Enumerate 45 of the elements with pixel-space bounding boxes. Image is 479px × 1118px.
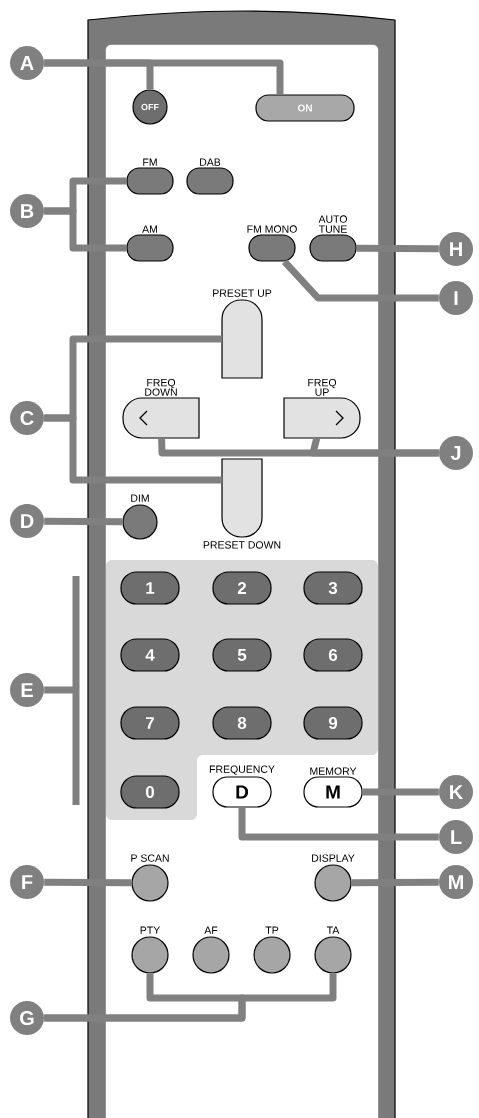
button-label: DIM [131, 494, 149, 502]
button-label: FREQ DOWN [145, 378, 177, 396]
button-label: PTY [140, 926, 160, 934]
callout-letter: E [10, 673, 44, 707]
callout-letter: I [439, 281, 473, 315]
callout-letter: B [10, 194, 44, 228]
button-label: PRESET UP [213, 289, 272, 297]
button-label: FM MONO [247, 225, 297, 233]
callout-letter: M [439, 865, 473, 899]
button: 3 [303, 571, 363, 605]
button: 9 [303, 706, 363, 740]
button: 6 [303, 638, 363, 672]
button: OFF [132, 89, 168, 125]
button-label: AUTO TUNE [318, 215, 347, 233]
button-label: P SCAN [131, 854, 169, 862]
button-label: TA [326, 926, 340, 934]
button: 5 [212, 638, 272, 672]
callout-letter: H [439, 232, 473, 266]
button-label: FM [143, 158, 157, 166]
button: 4 [120, 638, 180, 672]
callout-letter: J [439, 436, 473, 470]
button-label: MEMORY [310, 767, 357, 775]
button: 8 [212, 706, 272, 740]
button: ON [255, 94, 355, 122]
button-label: DISPLAY [312, 854, 355, 862]
button: 1 [120, 571, 180, 605]
button: 7 [120, 706, 180, 740]
callout-letter: D [10, 504, 44, 538]
button-label: AM [142, 225, 157, 233]
callout-letter: L [439, 820, 473, 854]
callout-letter: K [439, 775, 473, 809]
button-label: DAB [200, 158, 221, 166]
callout-letter: G [10, 1001, 44, 1035]
button: 2 [212, 571, 272, 605]
button-label: PRESET DOWN [203, 541, 281, 549]
button-label: AF [204, 926, 218, 934]
button-label: TP [265, 926, 279, 934]
button: 0 [120, 775, 180, 809]
button: D [212, 776, 272, 808]
button-label: FREQ UP [308, 378, 337, 396]
button-label: FREQUENCY [209, 765, 275, 775]
callout-letter: C [10, 401, 44, 435]
callout-letter: A [10, 46, 44, 80]
callout-letter: F [10, 865, 44, 899]
button: M [303, 776, 363, 808]
